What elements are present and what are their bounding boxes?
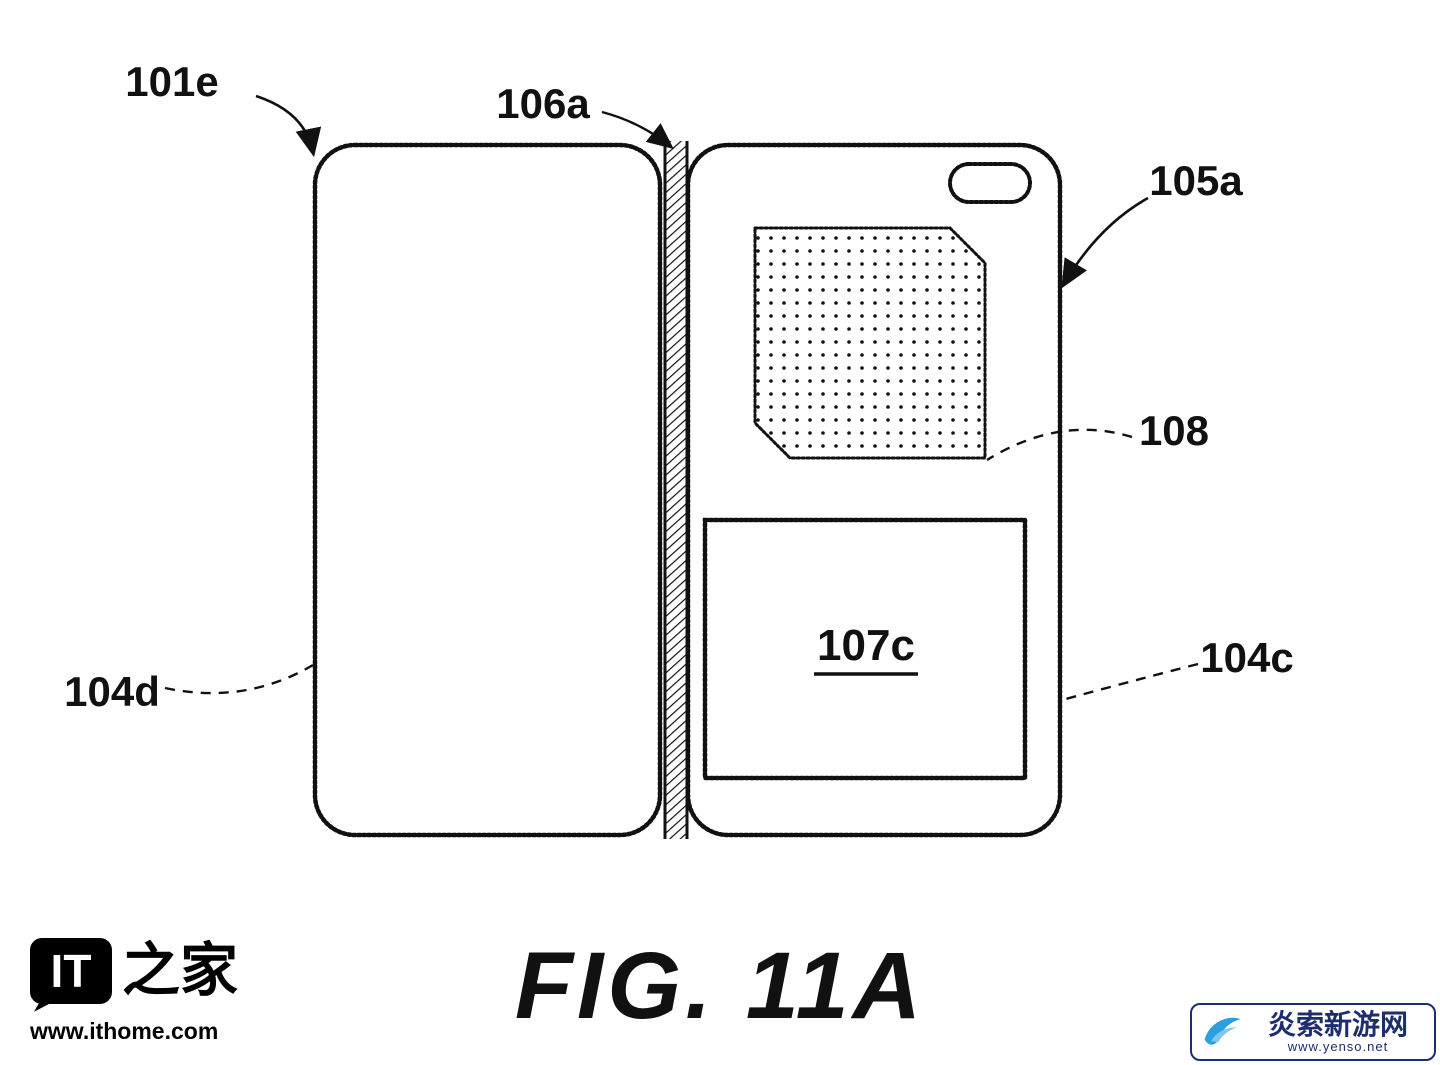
right-panel-outline — [685, 142, 1063, 838]
yenso-url: www.yenso.net — [1287, 1039, 1389, 1055]
leader-104c — [1061, 662, 1199, 702]
inner-window-rect — [702, 517, 1028, 781]
leader-106a — [601, 110, 674, 149]
label-106a: 106a — [496, 80, 590, 127]
label-107c: 107c — [817, 621, 915, 670]
label-104d: 104d — [64, 668, 160, 715]
ithome-url: www.ithome.com — [30, 1018, 219, 1044]
yenso-watermark: 炎索新游网 www.yenso.net — [1190, 1003, 1436, 1061]
figure-title: FIG. 11A — [514, 933, 926, 1039]
leader-101e — [255, 94, 322, 158]
camera-cutout — [948, 162, 1032, 204]
yenso-texts: 炎索新游网 www.yenso.net — [1250, 1008, 1426, 1055]
label-101e: 101e — [125, 58, 218, 105]
label-105a: 105a — [1149, 157, 1243, 204]
yenso-swoosh-icon — [1204, 1017, 1241, 1045]
ithome-it-text: IT — [50, 945, 92, 997]
leader-105a — [1061, 196, 1149, 289]
leader-104d — [164, 663, 314, 695]
label-104c: 104c — [1200, 634, 1293, 681]
hinge — [663, 141, 689, 839]
left-panel-outline — [312, 142, 663, 838]
yenso-name: 炎索新游网 — [1267, 1008, 1408, 1040]
ithome-logo: IT 之家 — [30, 938, 238, 1004]
label-108: 108 — [1139, 407, 1209, 454]
ithome-it-box: IT — [30, 938, 112, 1004]
ithome-suffix-text: 之家 — [122, 938, 239, 1003]
dotted-region — [753, 226, 987, 460]
leader-108 — [986, 428, 1133, 462]
